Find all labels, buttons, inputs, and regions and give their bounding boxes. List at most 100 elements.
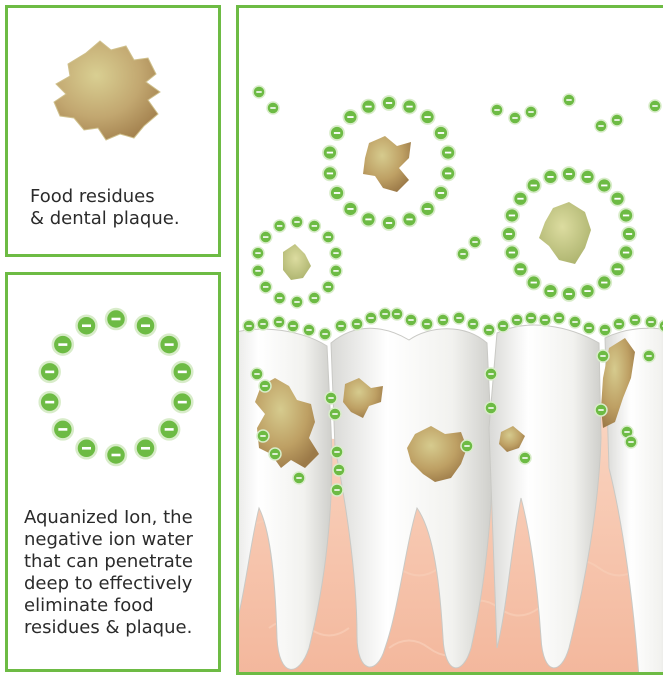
negative-ion-icon bbox=[469, 236, 481, 248]
negative-ion-icon bbox=[260, 231, 272, 243]
negative-ion-icon bbox=[172, 392, 192, 412]
negative-ion-icon bbox=[379, 308, 391, 320]
negative-ion-icon bbox=[461, 440, 473, 452]
negative-ion-icon bbox=[252, 247, 264, 259]
negative-ion-icon bbox=[543, 170, 557, 184]
negative-ion-icon bbox=[645, 316, 657, 328]
negative-ion-icon bbox=[382, 216, 396, 230]
negative-ion-icon bbox=[53, 335, 73, 355]
negative-ion-icon bbox=[403, 212, 417, 226]
negative-ion-icon bbox=[269, 448, 281, 460]
negative-ion-icon bbox=[434, 186, 448, 200]
negative-ion-icon bbox=[569, 316, 581, 328]
food-residue-caption: Food residues & dental plaque. bbox=[30, 186, 220, 230]
negative-ion-icon bbox=[619, 208, 633, 222]
negative-ion-icon bbox=[581, 284, 595, 298]
negative-ion-icon bbox=[441, 166, 455, 180]
negative-ion-icon bbox=[581, 170, 595, 184]
negative-ion-icon bbox=[343, 202, 357, 216]
negative-ion-icon bbox=[511, 314, 523, 326]
negative-ion-icon bbox=[303, 324, 315, 336]
negative-ion-icon bbox=[322, 281, 334, 293]
negative-ion-icon bbox=[553, 312, 565, 324]
negative-ion-icon bbox=[257, 318, 269, 330]
negative-ion-icon bbox=[257, 430, 269, 442]
food-residue-icon bbox=[54, 41, 160, 140]
negative-ion-icon bbox=[331, 446, 343, 458]
negative-ion-icon bbox=[260, 281, 272, 293]
negative-ion-icon bbox=[509, 112, 521, 124]
negative-ion-icon bbox=[273, 316, 285, 328]
negative-ion-icon bbox=[527, 276, 541, 290]
negative-ion-icon bbox=[331, 484, 343, 496]
food-residue-icon bbox=[539, 202, 591, 264]
negative-ion-icon bbox=[361, 100, 375, 114]
negative-ion-icon bbox=[437, 314, 449, 326]
negative-ion-icon bbox=[611, 114, 623, 126]
negative-ion-icon bbox=[595, 120, 607, 132]
negative-ion-icon bbox=[539, 314, 551, 326]
negative-ion-icon bbox=[76, 316, 96, 336]
negative-ion-icon bbox=[595, 404, 607, 416]
negative-ion-icon bbox=[527, 178, 541, 192]
negative-ion-icon bbox=[583, 322, 595, 334]
negative-ion-icon bbox=[562, 167, 576, 181]
negative-ion-icon bbox=[53, 419, 73, 439]
negative-ion-icon bbox=[243, 320, 255, 332]
negative-ion-icon bbox=[274, 292, 286, 304]
negative-ion-icon bbox=[502, 227, 516, 241]
negative-ion-icon bbox=[253, 86, 265, 98]
negative-ion-icon bbox=[159, 419, 179, 439]
negative-ion-icon bbox=[251, 368, 263, 380]
negative-ion-icon bbox=[325, 392, 337, 404]
negative-ion-icon bbox=[453, 312, 465, 324]
negative-ion-icon bbox=[252, 265, 264, 277]
negative-ion-icon bbox=[291, 296, 303, 308]
negative-ion-icon bbox=[319, 328, 331, 340]
negative-ion-icon bbox=[159, 335, 179, 355]
negative-ion-icon bbox=[421, 318, 433, 330]
negative-ion-icon bbox=[172, 362, 192, 382]
negative-ion-icon bbox=[308, 292, 320, 304]
ion-caption: Aquanized Ion, the negative ion water th… bbox=[24, 507, 219, 639]
negative-ion-icon bbox=[382, 96, 396, 110]
negative-ion-icon bbox=[525, 106, 537, 118]
negative-ion-icon bbox=[619, 246, 633, 260]
negative-ion-icon bbox=[597, 178, 611, 192]
negative-ion-icon bbox=[421, 110, 435, 124]
negative-ion-icon bbox=[563, 94, 575, 106]
negative-ion-icon bbox=[329, 408, 341, 420]
negative-ion-icon bbox=[333, 464, 345, 476]
negative-ion-icon bbox=[323, 166, 337, 180]
negative-ion-icon bbox=[365, 312, 377, 324]
negative-ion-icon bbox=[441, 146, 455, 160]
negative-ion-icon bbox=[505, 208, 519, 222]
negative-ion-icon bbox=[491, 104, 503, 116]
negative-ion-icon bbox=[597, 276, 611, 290]
negative-ion-icon bbox=[485, 368, 497, 380]
negative-ion-icon bbox=[323, 146, 337, 160]
negative-ion-icon bbox=[513, 192, 527, 206]
food-residue-icon bbox=[283, 244, 311, 280]
negative-ion-icon bbox=[611, 262, 625, 276]
negative-ion-icon bbox=[330, 265, 342, 277]
negative-ion-icon bbox=[136, 438, 156, 458]
negative-ion-icon bbox=[308, 220, 320, 232]
negative-ion-icon bbox=[40, 362, 60, 382]
negative-ion-icon bbox=[335, 320, 347, 332]
negative-ion-icon bbox=[330, 247, 342, 259]
negative-ion-icon bbox=[330, 126, 344, 140]
negative-ion-icon bbox=[343, 110, 357, 124]
negative-ion-icon bbox=[259, 380, 271, 392]
ion-legend: Aquanized Ion, the negative ion water th… bbox=[5, 272, 221, 672]
negative-ion-icon bbox=[543, 284, 557, 298]
negative-ion-icon bbox=[613, 318, 625, 330]
negative-ion-icon bbox=[562, 287, 576, 301]
negative-ion-icon bbox=[287, 320, 299, 332]
negative-ion-icon bbox=[622, 227, 636, 241]
negative-ion-icon bbox=[519, 452, 531, 464]
negative-ion-icon bbox=[643, 350, 655, 362]
negative-ion-icon bbox=[293, 472, 305, 484]
negative-ion-icon bbox=[599, 324, 611, 336]
negative-ion-icon bbox=[457, 248, 469, 260]
